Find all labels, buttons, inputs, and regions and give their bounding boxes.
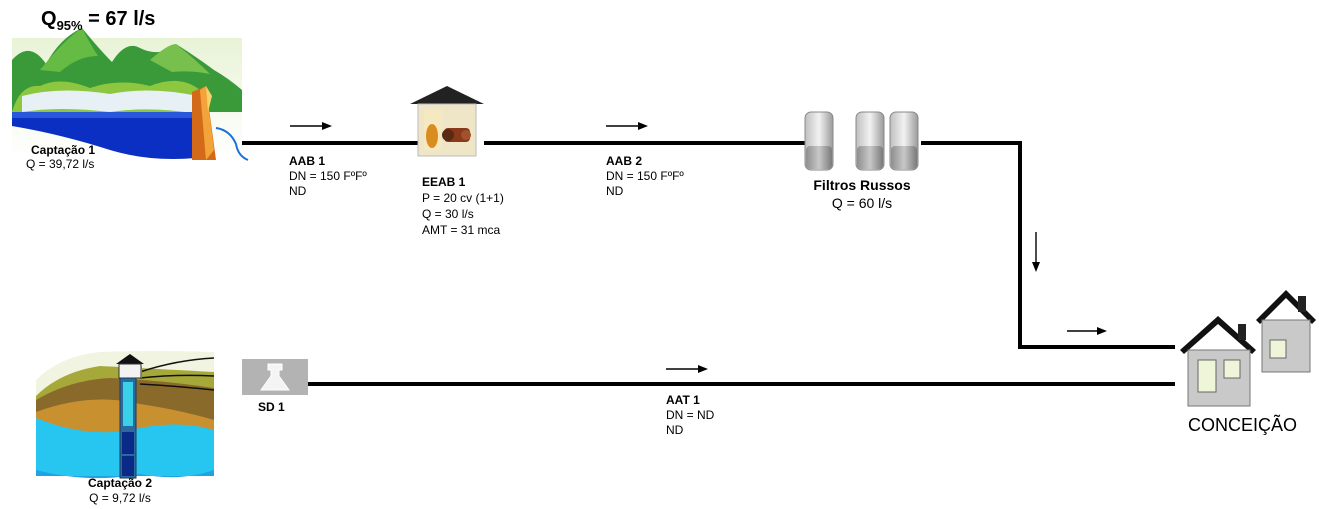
aat1-line1: DN = ND — [666, 408, 715, 422]
well-icon — [36, 351, 215, 479]
pump-station-icon — [410, 86, 484, 157]
flow-header-value: = 67 l/s — [88, 8, 156, 30]
filtros-flow: Q = 60 l/s — [831, 195, 893, 211]
captacao1-title: Captação 1 — [31, 143, 96, 157]
reservoir-dam-icon — [12, 28, 249, 161]
sd1-title: SD 1 — [258, 400, 285, 414]
filter-tanks-icon — [804, 111, 919, 171]
captacao1-flow: Q = 39,72 l/s — [26, 157, 95, 171]
aab1-title: AAB 1 — [289, 154, 326, 168]
flow-arrow-aab2 — [606, 122, 648, 130]
houses-icon — [1180, 290, 1316, 407]
aab2-line2: ND — [606, 184, 624, 198]
pipe-treated — [921, 141, 1175, 349]
flow-arrow-aat1 — [666, 365, 708, 373]
pipe-network — [242, 141, 1175, 386]
aab2-line1: DN = 150 FºFº — [606, 169, 684, 183]
flow-header-subscript: 95% — [56, 18, 83, 33]
flow-arrow-aab1 — [290, 122, 332, 130]
captacao2-title: Captação 2 — [87, 476, 153, 490]
aab1-line2: ND — [289, 184, 307, 198]
flow-header-symbol: Q — [41, 8, 57, 30]
aat1-title: AAT 1 — [666, 393, 700, 407]
flow-arrows — [290, 122, 1107, 373]
flask-icon — [242, 359, 308, 395]
aab2-title: AAB 2 — [606, 154, 643, 168]
flow-header: Q95% = 67 l/s — [41, 6, 155, 39]
flow-arrow-treated — [1067, 327, 1107, 335]
flow-arrow-down — [1032, 232, 1040, 272]
captacao2-flow: Q = 9,72 l/s — [89, 491, 151, 505]
eeab1-line1: P = 20 cv (1+1) — [422, 191, 504, 205]
aat1-line2: ND — [666, 423, 684, 437]
filtros-title: Filtros Russos — [813, 177, 911, 193]
aab1-line1: DN = 150 FºFº — [289, 169, 367, 183]
eeab1-title: EEAB 1 — [422, 175, 466, 189]
eeab1-line2: Q = 30 l/s — [422, 207, 474, 221]
eeab1-line3: AMT = 31 mca — [422, 223, 501, 237]
destination-label: CONCEIÇÃO — [1188, 415, 1298, 435]
